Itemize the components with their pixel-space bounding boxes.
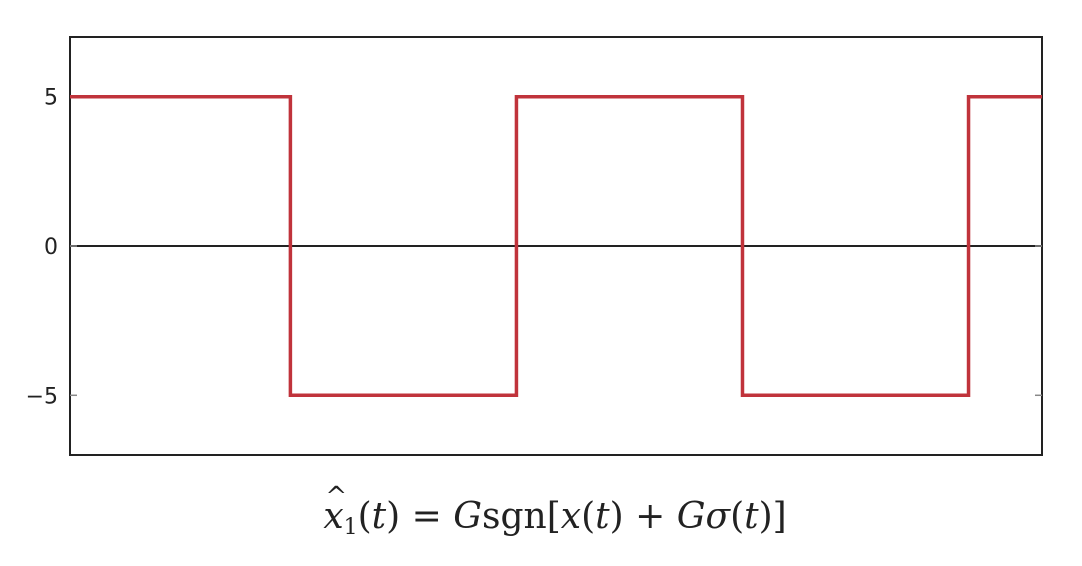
- caption-sigma: σ: [705, 496, 731, 537]
- caption-x: x: [560, 496, 582, 537]
- caption-t: t: [744, 496, 759, 537]
- caption-subscript: 1: [343, 515, 358, 540]
- caption-bracket: [: [546, 496, 561, 537]
- caption-paren: (: [357, 496, 372, 537]
- caption-bracket: ]: [772, 496, 787, 537]
- caption-paren: ): [386, 496, 401, 537]
- y-ticks: 5 0 −5: [26, 86, 1042, 409]
- caption-equals: =: [400, 496, 454, 537]
- caption-t: t: [595, 496, 610, 537]
- y-tick-label: 0: [44, 235, 58, 260]
- caption-paren: (: [730, 496, 745, 537]
- caption-gain: G: [676, 496, 706, 537]
- caption-t: t: [371, 496, 387, 537]
- y-tick-label: 5: [44, 86, 58, 111]
- y-tick-label: −5: [26, 384, 58, 409]
- caption-gain: G: [453, 496, 483, 537]
- caption-paren: ): [609, 496, 624, 537]
- signal-series-line: [70, 94, 1042, 398]
- caption-formula: x1(t) = Gsgn[x(t) + Gσ(t)]: [0, 482, 1082, 540]
- caption-paren: (: [581, 496, 596, 537]
- caption-paren: ): [758, 496, 773, 537]
- caption-sgn: sgn: [482, 496, 547, 537]
- caption-plus: +: [623, 496, 677, 537]
- caption-x-hat: x: [323, 482, 347, 537]
